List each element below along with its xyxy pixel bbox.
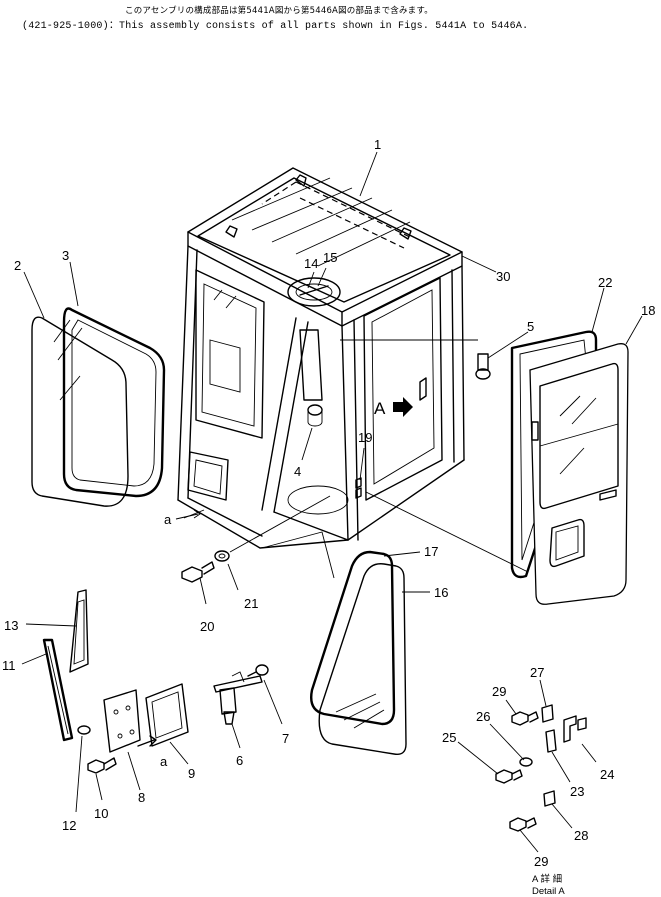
gasket-9 (145, 683, 189, 747)
left-window-seal (62, 307, 166, 498)
callout-5: 5 (527, 319, 534, 334)
detail-a-parts (495, 704, 587, 832)
callout-30: 30 (496, 269, 510, 284)
view-a-label: A (374, 399, 386, 418)
bolt-7 (247, 664, 269, 677)
callout-14: 14 (304, 256, 318, 271)
detail-label-japanese: A 詳 細 (532, 873, 562, 885)
leader-lines (21, 151, 643, 853)
callout-18: 18 (641, 303, 655, 318)
callout-10: 10 (94, 806, 108, 821)
left-window-glass (31, 316, 129, 507)
ref-a-left: a (164, 512, 172, 527)
washer-21 (214, 550, 230, 562)
door-panel (529, 343, 629, 605)
bolt-20 (181, 561, 215, 583)
wiper-blade-13 (69, 589, 89, 673)
ref-arrow-left-icon (175, 509, 201, 520)
callout-21: 21 (244, 596, 258, 611)
view-a-arrow-icon (393, 397, 413, 417)
callout-17: 17 (424, 544, 438, 559)
detail-label-english: Detail A (532, 886, 565, 897)
ref-arrow-lower-icon (137, 735, 157, 747)
header-note-japanese: このアセンブリの構成部品は第5441A図から第5446A図の部品まで含みます。 (125, 6, 433, 16)
callout-29-lower: 29 (534, 854, 548, 869)
callout-3: 3 (62, 248, 69, 263)
callout-16: 16 (434, 585, 448, 600)
bolt-10 (87, 757, 117, 774)
callout-24: 24 (600, 767, 614, 782)
callout-9: 9 (188, 766, 195, 781)
callout-27: 27 (530, 665, 544, 680)
washer-12 (77, 725, 91, 735)
wiper-motor-6 (213, 671, 263, 725)
cover-plate-8 (103, 689, 141, 753)
callout-6: 6 (236, 753, 243, 768)
callout-25: 25 (442, 730, 456, 745)
ref-a-lower: a (160, 754, 168, 769)
callout-19: 19 (358, 430, 372, 445)
callout-28: 28 (574, 828, 588, 843)
callout-4: 4 (294, 464, 301, 479)
callout-23: 23 (570, 784, 584, 799)
callout-12: 12 (62, 818, 76, 833)
callout-26: 26 (476, 709, 490, 724)
callout-2: 2 (14, 258, 21, 273)
callout-7: 7 (282, 731, 289, 746)
cab-frame (177, 167, 465, 549)
header-note-english: (421-925-1000)：This assembly consists of… (22, 21, 529, 32)
callout-22: 22 (598, 275, 612, 290)
callout-1: 1 (374, 137, 381, 152)
callout-29-upper: 29 (492, 684, 506, 699)
callout-15: 15 (323, 250, 337, 265)
front-lower-glass (318, 563, 407, 755)
callout-8: 8 (138, 790, 145, 805)
callout-11: 11 (2, 658, 16, 673)
callout-20: 20 (200, 619, 214, 634)
callout-numbers: 1 2 3 4 5 6 7 8 9 10 11 12 13 14 15 16 1… (2, 137, 655, 869)
wiper-arm-11 (42, 638, 74, 742)
bolt-5 (475, 353, 491, 380)
callout-13: 13 (4, 618, 18, 633)
